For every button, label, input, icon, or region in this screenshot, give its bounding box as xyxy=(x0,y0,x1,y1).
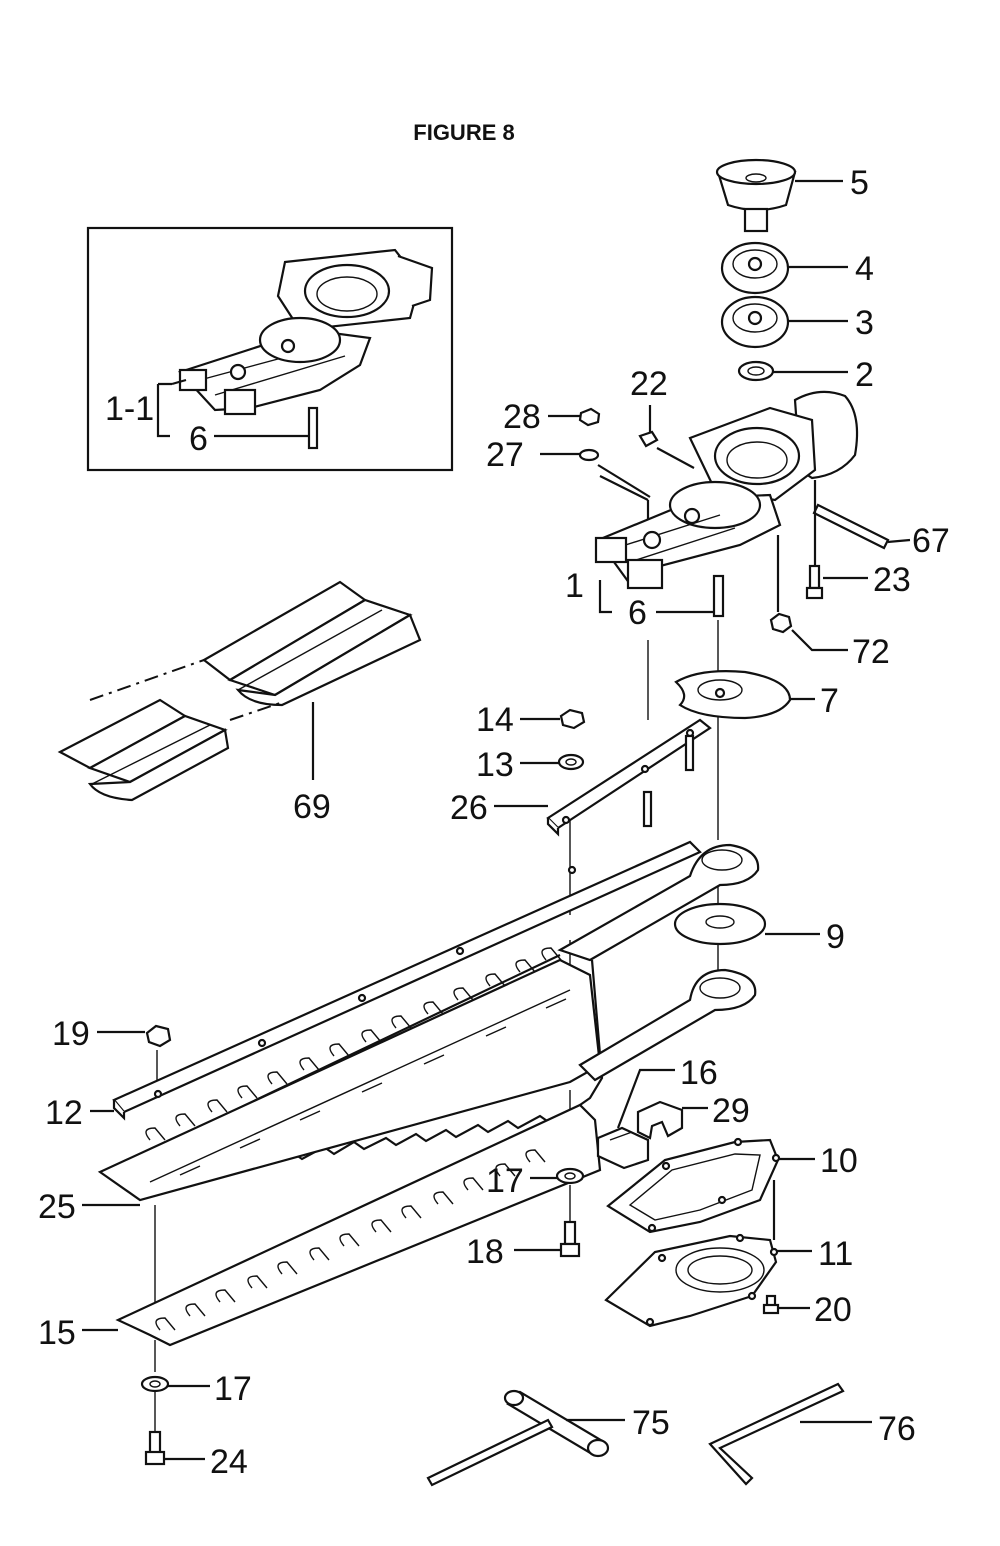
part-label-69: 69 xyxy=(293,788,331,826)
part-76-hex-key: 76 xyxy=(708,1382,916,1486)
part-22-screw: 22 xyxy=(630,365,695,469)
part-label-6-inset: 6 xyxy=(189,420,208,458)
part-label-17-a: 17 xyxy=(486,1162,524,1200)
part-label-28: 28 xyxy=(503,398,541,436)
part-label-26: 26 xyxy=(450,789,488,827)
figure-title: FIGURE 8 xyxy=(413,120,514,145)
part-67-rod: 67 xyxy=(812,503,950,560)
part-72-nut: 72 xyxy=(769,535,890,671)
part-5-cup: 5 xyxy=(715,158,869,233)
part-label-12: 12 xyxy=(45,1094,83,1132)
part-18-bolt: 18 xyxy=(466,1220,581,1271)
inset-gear-case-assembly: 1-1 6 xyxy=(86,226,454,472)
part-label-3: 3 xyxy=(855,304,874,342)
part-label-19: 19 xyxy=(52,1015,90,1053)
part-27-washer: 27 xyxy=(486,436,651,498)
part-label-7: 7 xyxy=(820,682,839,720)
part-label-9: 9 xyxy=(826,918,845,956)
part-label-13: 13 xyxy=(476,746,514,784)
part-10-gasket: 10 xyxy=(606,1137,858,1234)
part-label-14: 14 xyxy=(476,701,514,739)
part-2-snap-ring: 2 xyxy=(737,356,874,394)
part-label-29: 29 xyxy=(712,1092,750,1130)
part-75-t-wrench: 75 xyxy=(426,1389,670,1487)
part-1-gear-case: 1 6 xyxy=(565,390,859,632)
part-20-screw: 20 xyxy=(762,1291,852,1329)
part-4-bearing: 4 xyxy=(720,241,874,295)
part-label-15: 15 xyxy=(38,1314,76,1352)
part-label-17-b: 17 xyxy=(214,1370,252,1408)
part-23-bolt: 23 xyxy=(805,480,911,600)
part-11-cover: 11 xyxy=(604,1180,853,1328)
part-17-washer-a: 17 xyxy=(486,1162,585,1200)
part-label-23: 23 xyxy=(873,561,911,599)
part-24-bolt: 24 xyxy=(144,1430,248,1481)
part-28-nut: 28 xyxy=(503,398,601,436)
part-14-nut: 14 xyxy=(476,701,586,739)
part-label-5: 5 xyxy=(850,164,869,202)
part-label-6: 6 xyxy=(628,594,647,632)
part-label-27: 27 xyxy=(486,436,524,474)
part-label-75: 75 xyxy=(632,1404,670,1442)
part-13-washer: 13 xyxy=(476,746,585,784)
part-label-1-1: 1-1 xyxy=(105,390,154,428)
part-29-clip: 29 xyxy=(636,1092,750,1140)
part-label-1: 1 xyxy=(565,567,584,605)
part-9-washer: 9 xyxy=(673,902,845,956)
part-25-lower-blade: 25 xyxy=(38,958,757,1226)
part-label-24: 24 xyxy=(210,1443,248,1481)
part-69-blade-cover: 69 xyxy=(57,580,422,826)
part-label-25: 25 xyxy=(38,1188,76,1226)
part-7-plate: 7 xyxy=(674,670,839,720)
part-17-washer-b: 17 xyxy=(140,1370,252,1408)
part-label-2: 2 xyxy=(855,356,874,394)
part-19-nut: 19 xyxy=(52,1015,172,1053)
part-15-lower-blade-teeth: 15 xyxy=(38,1103,602,1352)
part-label-20: 20 xyxy=(814,1291,852,1329)
part-label-76: 76 xyxy=(878,1410,916,1448)
part-label-72: 72 xyxy=(852,633,890,671)
part-3-bearing: 3 xyxy=(720,295,874,349)
part-16-block: 16 xyxy=(596,1054,718,1170)
part-label-22: 22 xyxy=(630,365,668,403)
part-label-18: 18 xyxy=(466,1233,504,1271)
part-label-10: 10 xyxy=(820,1142,858,1180)
part-label-16: 16 xyxy=(680,1054,718,1092)
part-label-4: 4 xyxy=(855,250,874,288)
part-label-67: 67 xyxy=(912,522,950,560)
part-label-11: 11 xyxy=(818,1235,853,1273)
part-26-bar: 26 xyxy=(450,718,712,837)
